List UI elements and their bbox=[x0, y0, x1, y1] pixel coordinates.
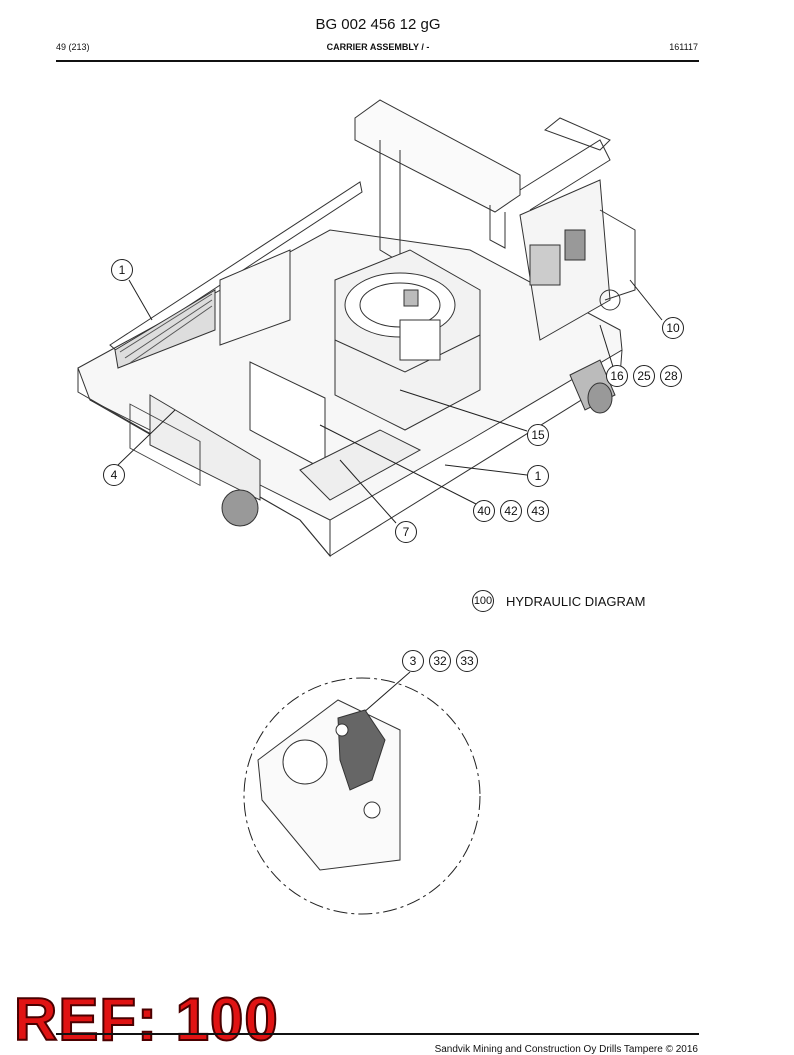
front-latch-icon bbox=[221, 489, 259, 527]
footer-rule bbox=[56, 1033, 699, 1035]
date-code: 161117 bbox=[669, 42, 698, 52]
document-title: BG 002 456 12 gG bbox=[315, 16, 441, 33]
callout-32: 32 bbox=[429, 650, 451, 672]
leader-lines bbox=[117, 279, 663, 721]
callout-10: 10 bbox=[662, 317, 684, 339]
callout-4: 4 bbox=[103, 464, 125, 486]
side-panels bbox=[219, 249, 422, 501]
callout-42: 42 bbox=[500, 500, 522, 522]
callout-28: 28 bbox=[660, 365, 682, 387]
callout-25: 25 bbox=[633, 365, 655, 387]
header-rule bbox=[56, 60, 699, 62]
rear-gantry bbox=[354, 99, 611, 263]
page-number: 49 (213) bbox=[56, 42, 90, 52]
callout-100: 100 bbox=[472, 590, 494, 612]
callout-3: 3 bbox=[402, 650, 424, 672]
callout-15: 15 bbox=[527, 424, 549, 446]
callout-1-lower: 1 bbox=[527, 465, 549, 487]
callout-16: 16 bbox=[606, 365, 628, 387]
section-title: CARRIER ASSEMBLY / - bbox=[326, 42, 430, 52]
footer-copyright: Sandvik Mining and Construction Oy Drill… bbox=[434, 1044, 698, 1055]
callout-40: 40 bbox=[473, 500, 495, 522]
hydraulic-diagram-label: HYDRAULIC DIAGRAM bbox=[506, 594, 646, 609]
callout-43: 43 bbox=[527, 500, 549, 522]
cylinder bbox=[569, 359, 616, 414]
callout-33: 33 bbox=[456, 650, 478, 672]
valve-bank bbox=[519, 179, 636, 341]
callout-7: 7 bbox=[395, 521, 417, 543]
ref-stamp: REF: 100 bbox=[13, 985, 279, 1054]
engine-block bbox=[334, 249, 481, 431]
callout-1-upper: 1 bbox=[111, 259, 133, 281]
detail-view bbox=[243, 677, 481, 915]
